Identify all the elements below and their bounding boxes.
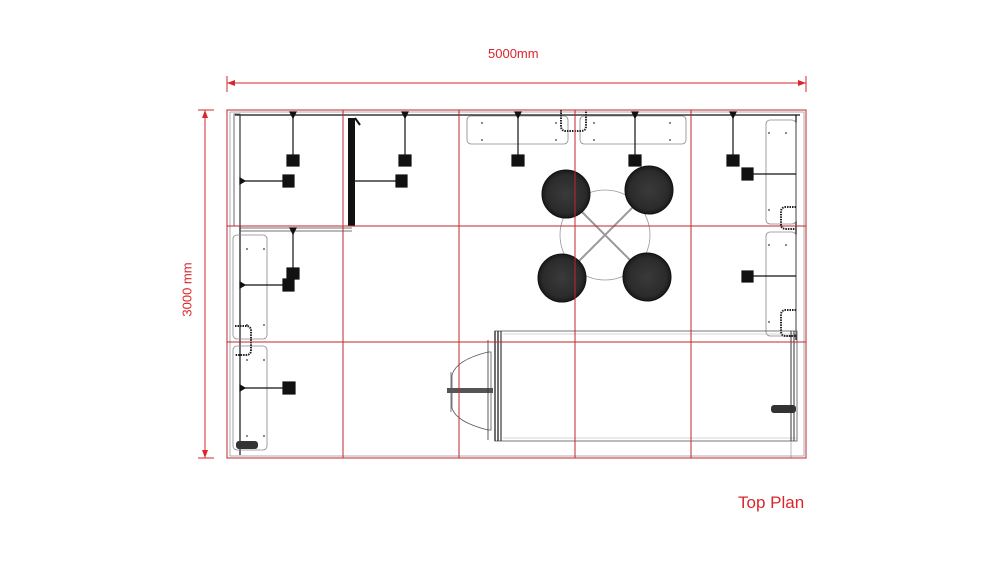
spotlight-icon bbox=[282, 381, 296, 395]
graphic-panel-left-1 bbox=[232, 234, 268, 340]
brochure-holder-icon bbox=[780, 206, 796, 230]
counter-connector-icon bbox=[771, 405, 796, 413]
monitor-display bbox=[447, 340, 493, 440]
bar-table-set bbox=[537, 165, 674, 303]
spotlights bbox=[239, 111, 796, 395]
width-dimension-line bbox=[226, 76, 807, 92]
plan-title: Top Plan bbox=[738, 493, 805, 512]
spotlight-icon bbox=[286, 267, 300, 280]
spotlight-icon bbox=[511, 154, 525, 167]
spotlight-icon bbox=[395, 174, 408, 188]
stool-icon bbox=[537, 253, 587, 303]
stool-icon bbox=[622, 252, 672, 302]
brochure-holder-icon bbox=[780, 309, 796, 337]
stool-icon bbox=[541, 169, 591, 219]
brochure-holders bbox=[235, 110, 796, 356]
door-handle-icon bbox=[354, 117, 361, 126]
storeroom-door bbox=[348, 118, 355, 226]
spotlight-icon bbox=[282, 278, 295, 292]
height-dimension-line bbox=[198, 109, 214, 459]
spotlight-icon bbox=[726, 154, 740, 167]
stool-icon bbox=[624, 165, 674, 215]
module-grid bbox=[226, 109, 807, 459]
graphic-panel-right-1 bbox=[765, 119, 797, 225]
spotlight-icon bbox=[398, 154, 412, 167]
monitor-arm bbox=[447, 388, 493, 393]
panel-connector-icon bbox=[236, 441, 258, 449]
brochure-holder-icon bbox=[560, 110, 587, 132]
width-dimension-label: 5000mm bbox=[488, 46, 539, 61]
spotlight-icon bbox=[628, 154, 642, 167]
reception-counter bbox=[494, 330, 798, 458]
graphic-panel-right-2 bbox=[765, 231, 797, 337]
graphic-panel-left-2 bbox=[232, 345, 268, 451]
spotlight-icon bbox=[741, 167, 754, 181]
spotlight-icon bbox=[286, 154, 300, 167]
brochure-holder-icon bbox=[235, 325, 252, 356]
panel-fixings bbox=[246, 122, 787, 437]
round-table bbox=[559, 189, 651, 281]
spotlight-icon bbox=[741, 270, 754, 283]
spotlight-icon bbox=[282, 174, 295, 188]
